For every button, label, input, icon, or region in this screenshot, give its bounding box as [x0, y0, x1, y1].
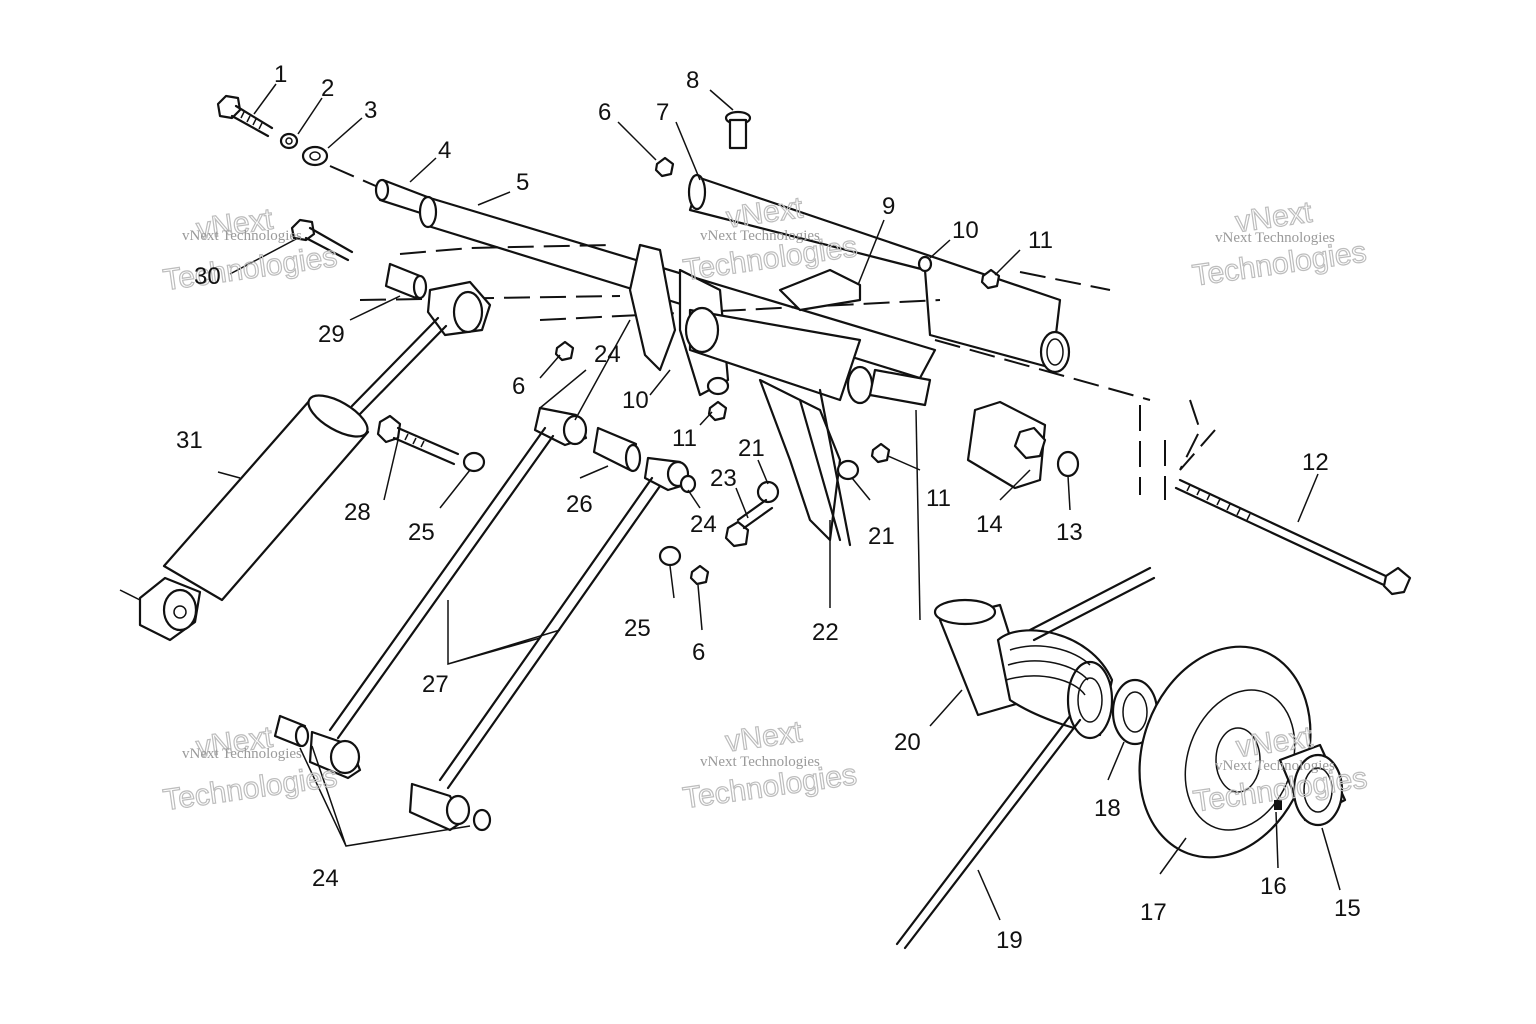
watermark-small-top-center: vNext Technologies [700, 228, 820, 244]
part-label-25-right: 25 [624, 615, 651, 642]
part-label-10-mid: 10 [622, 387, 649, 414]
part-label-23: 23 [710, 465, 737, 492]
watermark-small-bottom-center: vNext Technologies [700, 754, 820, 770]
part-label-18: 18 [1094, 795, 1121, 822]
watermark-bottom-left: vNext Technologies [161, 720, 340, 818]
part-label-17: 17 [1140, 899, 1167, 926]
part-label-25-left: 25 [408, 519, 435, 546]
bolt-8-shape [724, 110, 752, 150]
part-label-11-top: 11 [1028, 227, 1053, 254]
part-label-24-bottom: 24 [312, 865, 339, 892]
part-label-4: 4 [438, 137, 451, 164]
bushing-29-shape [384, 262, 422, 300]
pivot-bracket-shape [628, 243, 932, 547]
part-label-5: 5 [516, 169, 529, 196]
part-label-10-top: 10 [952, 217, 979, 244]
watermark-small-bottom-left: vNext Technologies [182, 746, 302, 762]
link-27-left-shape [308, 406, 588, 780]
part-label-12: 12 [1302, 449, 1329, 476]
part-label-11-right: 11 [926, 485, 951, 512]
clip-10-shape [917, 255, 933, 273]
washer-2-shape [279, 132, 299, 150]
part-label-9: 9 [882, 193, 895, 220]
spring-20-shape [895, 566, 1156, 950]
part-label-11-mid: 11 [672, 425, 697, 452]
part-label-6-low: 6 [692, 639, 705, 666]
part-label-22: 22 [812, 619, 839, 646]
watermark-text-b: Technologies [161, 240, 339, 297]
plate-14-shape [966, 400, 1080, 490]
part-label-26: 26 [566, 491, 593, 518]
part-label-21-right: 21 [868, 523, 895, 550]
part-label-27: 27 [422, 671, 449, 698]
nut-6-low-shape [689, 564, 710, 586]
part-label-7: 7 [656, 99, 669, 126]
upper-tube-shape [687, 173, 1071, 374]
watermark-small-bottom-right: vNext Technologies [1215, 758, 1335, 774]
leader-lines [217, 83, 1341, 921]
bolt-23-shape [724, 498, 774, 548]
part-label-29: 29 [318, 321, 345, 348]
watermark-small-top-left: vNext Technologies [182, 228, 302, 244]
part-label-21-left: 21 [738, 435, 765, 462]
part-label-30: 30 [194, 263, 221, 290]
bolt-12-shape [1174, 478, 1412, 596]
part-label-8: 8 [686, 67, 699, 94]
part-label-6-mid: 6 [512, 373, 525, 400]
part-label-24-mid: 24 [690, 511, 717, 538]
watermark-text-i: vNext [723, 715, 804, 758]
part-label-15: 15 [1334, 895, 1361, 922]
washer-25-shape [462, 451, 486, 473]
part-label-24-top: 24 [594, 341, 621, 368]
part-label-2: 2 [321, 75, 334, 102]
part-label-31: 31 [176, 427, 203, 454]
bolt-28-shape [376, 414, 460, 466]
washer-21-shape [756, 480, 780, 504]
part-label-14: 14 [976, 511, 1003, 538]
bolt-1-shape [216, 94, 274, 138]
washer-3-shape [301, 145, 329, 167]
watermark-text-h: Technologies [161, 760, 339, 817]
drawing [119, 83, 1412, 950]
part-label-13: 13 [1056, 519, 1083, 546]
part-label-20: 20 [894, 729, 921, 756]
watermark-small-top-right: vNext Technologies [1215, 230, 1335, 246]
part-label-1: 1 [274, 61, 287, 88]
part-label-3: 3 [364, 97, 377, 124]
part-label-28: 28 [344, 499, 371, 526]
part-label-6-top: 6 [598, 99, 611, 126]
watermark-top-left: vNext Technologies [161, 202, 340, 298]
part-label-19: 19 [996, 927, 1023, 954]
nut-11-shape [870, 442, 891, 464]
shock-absorber-shape [119, 280, 492, 642]
nut-11-center-shape [707, 400, 728, 422]
part-labels: 1 2 3 4 5 6 7 8 9 10 11 30 29 24 6 10 11… [176, 61, 1361, 954]
part-label-16: 16 [1260, 873, 1287, 900]
bolt-30-shape [290, 218, 354, 262]
link-27-right-shape [408, 456, 690, 832]
nut-6-top-shape [654, 156, 675, 178]
collar-15-shape [1274, 743, 1347, 827]
